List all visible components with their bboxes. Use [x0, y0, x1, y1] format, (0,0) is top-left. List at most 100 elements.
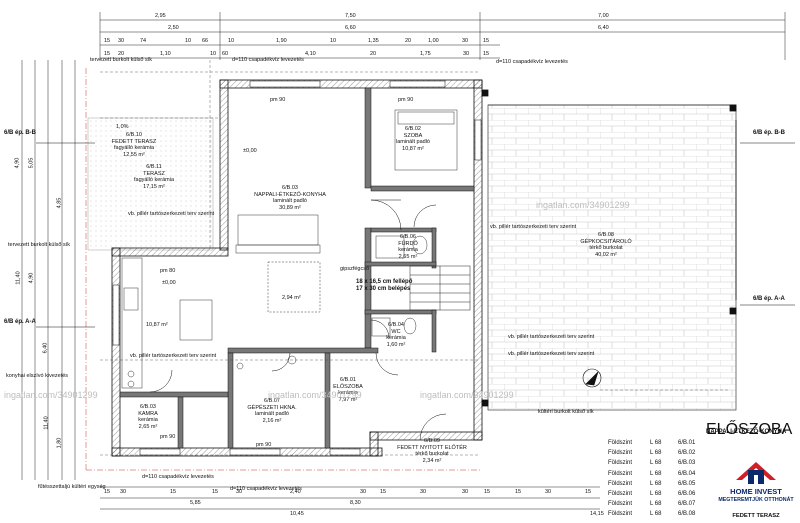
dim-bot-0: 15 [104, 489, 111, 495]
note-12: d=110 csapadékvíz levezetés [142, 474, 214, 480]
legend-head-1: ELŐSZOBA [706, 421, 793, 438]
dim-bot-11: 15 [515, 489, 522, 495]
watermark-2: ingatlan.com/34901299 [4, 390, 98, 400]
dim-r4-5: 4,10 [305, 51, 316, 57]
dim-top-6: 6,40 [598, 25, 609, 31]
pm-label-4: pm 90 [160, 434, 176, 440]
dim-r3-6: 1,90 [276, 38, 287, 44]
note-2: d=110 csapadékvíz levezetés [232, 57, 304, 63]
note-10: kültéri burkolt külső sík [538, 409, 594, 415]
dim-top-2: 7,50 [345, 13, 356, 19]
note-7: konyhai elszívó kivezetés [6, 373, 69, 379]
stairs [409, 265, 471, 311]
floor-level-2: ±0,00 [162, 280, 176, 286]
pm-label-5: pm 80 [160, 268, 176, 274]
note-1: tervezett burkolt külső sík [90, 57, 153, 63]
garage-paving [487, 104, 737, 411]
area-misc: 10,87 m² [146, 322, 168, 328]
dim-bot-7: 15 [380, 489, 387, 495]
dim-r4-1: 20 [118, 51, 125, 57]
dim-bot-9: 30 [462, 489, 469, 495]
dim-r3-0: 15 [104, 38, 111, 44]
dim-bot-r2-0: 5,85 [190, 500, 201, 506]
dim-r3-1: 30 [118, 38, 125, 44]
area-misc-2: 2,94 m² [282, 295, 301, 301]
note-14: d=110 csapadékvíz levezetés [496, 59, 568, 65]
doors [149, 199, 447, 441]
dim-bot-13: 15 [585, 489, 592, 495]
property-line [85, 68, 480, 471]
dim-r4-0: 15 [104, 51, 111, 57]
dim-r3-2: 74 [140, 38, 147, 44]
dim-top-4: 2,50 [168, 25, 179, 31]
note-6: vb. pillér tartószerkezeti terv szerint [130, 353, 217, 359]
dim-left-5: 6,40 [42, 342, 49, 354]
dim-top-5: 6,60 [345, 25, 356, 31]
logo-subtitle: MEGTEREMTJÜK OTTHONÁT [718, 497, 794, 503]
dashed-lines [100, 60, 730, 456]
dim-bot-r3-0: 10,45 [290, 511, 304, 517]
gipsz-note: gipszfégcső [340, 266, 370, 272]
dim-bot-r2-1: 8,30 [350, 500, 361, 506]
dim-r3-7: 10 [330, 38, 337, 44]
furniture [121, 109, 458, 389]
legend-head-2: NAPPALI-ÉTKEZŐ-KONYHA [706, 429, 787, 435]
dim-top-3: 7,00 [598, 13, 609, 19]
dim-bot-4: 30 [236, 489, 243, 495]
garage-edges [481, 89, 737, 407]
dim-r4-4: 60 [222, 51, 229, 57]
logo-label: FEDETT TERASZ [732, 513, 780, 519]
dim-r3-3: 10 [185, 38, 192, 44]
dim-left-3: 11,40 [15, 271, 22, 285]
dim-r3-10: 1,00 [428, 38, 439, 44]
dim-r4-8: 30 [463, 51, 470, 57]
watermark-4: ingatlan.com/34901299 [420, 390, 514, 400]
dim-r3-9: 20 [405, 38, 412, 44]
dim-r3-12: 15 [483, 38, 490, 44]
note-3: vb. pillér tartószerkezeti terv szerint [128, 211, 215, 217]
dim-bot-12: 30 [545, 489, 552, 495]
bottom-dimension-lines [100, 486, 600, 510]
slope-note: 1,0% [116, 124, 129, 130]
dim-r4-6: 20 [370, 51, 377, 57]
section-label-bb-right: 6/B ép. B-B [753, 130, 786, 136]
dim-r3-5: 10 [228, 38, 235, 44]
home-invest-logo [736, 462, 776, 484]
left-dimension-lines [21, 60, 76, 480]
top-dimension-lines [99, 12, 786, 60]
dim-r4-3: 10 [210, 51, 217, 57]
section-lines [36, 142, 795, 328]
dim-r4-2: 1,10 [160, 51, 171, 57]
note-8: vb. pillér tartószerkezeti terv szerint [508, 334, 595, 340]
dim-top-1: 2,95 [155, 13, 166, 19]
watermark-3: ingatlan.com/34901299 [268, 390, 362, 400]
dim-bot-2: 15 [170, 489, 177, 495]
dim-bot-5: 2,40 [290, 489, 301, 495]
windows [112, 80, 482, 456]
watermark-1: ingatlan.com/34901299 [536, 200, 630, 210]
dim-r4-9: 15 [483, 51, 490, 57]
dim-r3-8: 1,35 [368, 38, 379, 44]
dim-left-1: 4,90 [14, 157, 21, 169]
section-label-aa-right: 6/B ép. A-A [753, 296, 785, 302]
dim-r3-4: 66 [202, 38, 209, 44]
note-13: d=110 csapadékvíz levezetés [230, 486, 302, 492]
dim-left-6: 11,40 [43, 416, 50, 430]
note-11: fűtésszettaljú kültéri egység [38, 484, 106, 490]
section-label-aa-left: 6/B ép. A-A [4, 319, 36, 325]
